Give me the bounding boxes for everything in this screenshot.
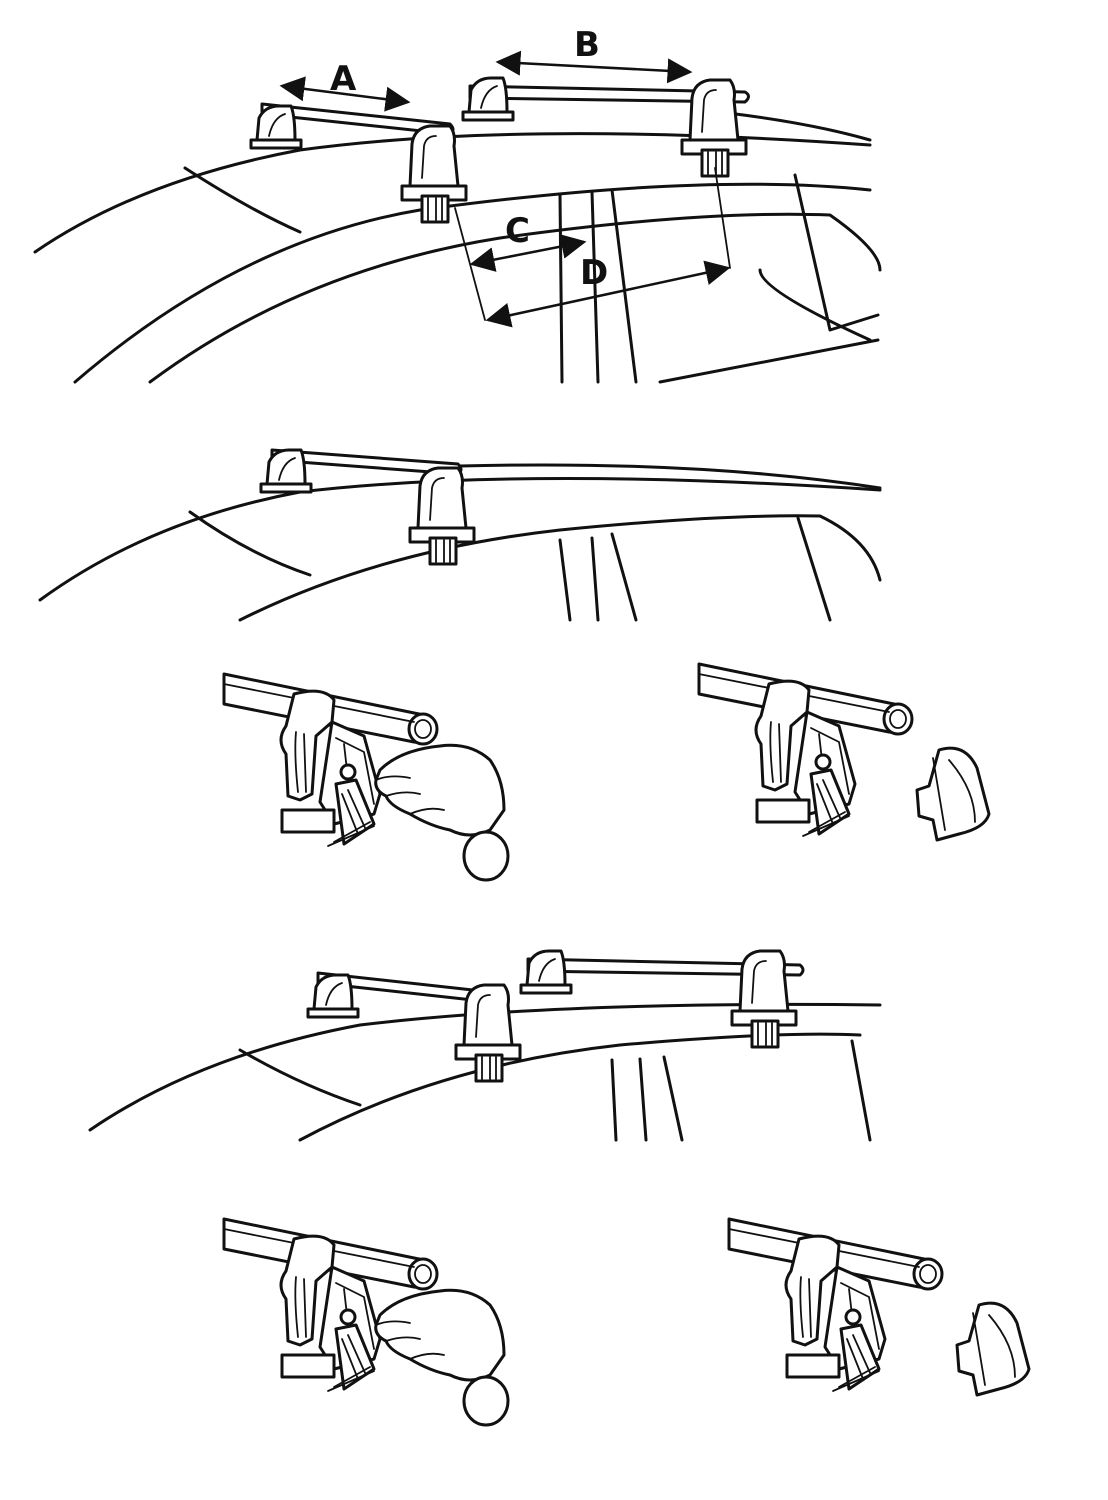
arrow-c <box>469 234 587 272</box>
fastening-step-2 <box>222 1217 510 1427</box>
arrow-b <box>495 50 693 84</box>
label-b: B <box>574 25 600 65</box>
label-c: C <box>505 211 530 251</box>
arrow-a <box>279 76 411 112</box>
both-bars-diagram <box>88 949 882 1142</box>
front-bar-diagram <box>38 448 882 622</box>
label-a: A <box>330 59 357 99</box>
label-d: D <box>580 253 608 293</box>
cap-step-1 <box>697 662 991 842</box>
measurement-diagram: A B C D <box>33 25 882 384</box>
cap-step-2 <box>727 1217 1031 1397</box>
fastening-step-1 <box>222 672 510 882</box>
arrow-d <box>485 260 731 328</box>
